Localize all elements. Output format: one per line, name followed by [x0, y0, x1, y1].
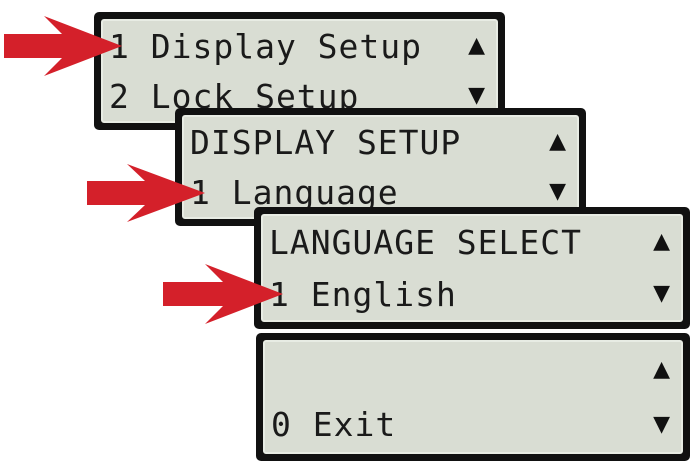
pointer-arrow-icon [163, 264, 283, 324]
lcd-screen-main-menu: 1 Display Setup ▲ 2 Lock Setup ▼ [94, 12, 505, 130]
pointer-arrow-icon [4, 16, 122, 76]
lcd-screen-exit: ▲ 0 Exit ▼ [256, 333, 690, 461]
lcd-row-2: 0 Exit ▼ [271, 397, 675, 452]
lcd-screen-language-select: LANGUAGE SELECT ▲ 1 English ▼ [254, 207, 690, 329]
menu-item-language[interactable]: 1 Language [190, 172, 399, 212]
lcd-display: LANGUAGE SELECT ▲ 1 English ▼ [261, 214, 683, 322]
lcd-display: 1 Display Setup ▲ 2 Lock Setup ▼ [101, 19, 498, 123]
scroll-down-icon: ▼ [549, 179, 567, 204]
lcd-row-1: ▲ [271, 342, 675, 397]
scroll-up-icon: ▲ [549, 129, 567, 154]
scroll-down-icon: ▼ [653, 281, 671, 306]
menu-item-lock-setup[interactable]: 2 Lock Setup [109, 76, 360, 116]
scroll-up-icon: ▲ [468, 33, 486, 58]
scroll-up-icon: ▲ [653, 229, 671, 254]
pointer-arrow-shape [4, 16, 122, 76]
lcd-row-2: 1 Language ▼ [190, 167, 571, 217]
menu-item-exit[interactable]: 0 Exit [271, 405, 397, 444]
screen-title-language-select: LANGUAGE SELECT [269, 222, 583, 262]
lcd-row-1: 1 Display Setup ▲ [109, 21, 490, 71]
scroll-down-icon: ▼ [653, 411, 671, 437]
screen-title-display-setup: DISPLAY SETUP [190, 122, 462, 162]
scroll-down-icon: ▼ [468, 83, 486, 108]
pointer-arrow-icon [87, 164, 205, 222]
lcd-screen-display-setup: DISPLAY SETUP ▲ 1 Language ▼ [175, 108, 586, 226]
menu-item-display-setup[interactable]: 1 Display Setup [109, 26, 423, 66]
lcd-display: ▲ 0 Exit ▼ [263, 340, 683, 454]
menu-item-english[interactable]: 1 English [269, 274, 457, 314]
lcd-display: DISPLAY SETUP ▲ 1 Language ▼ [182, 115, 579, 219]
lcd-row-1: DISPLAY SETUP ▲ [190, 117, 571, 167]
lcd-row-2: 1 English ▼ [269, 268, 675, 320]
scroll-up-icon: ▲ [653, 356, 671, 382]
pointer-arrow-shape [87, 164, 205, 222]
pointer-arrow-shape [163, 264, 283, 324]
lcd-row-2: 2 Lock Setup ▼ [109, 71, 490, 121]
lcd-row-1: LANGUAGE SELECT ▲ [269, 216, 675, 268]
